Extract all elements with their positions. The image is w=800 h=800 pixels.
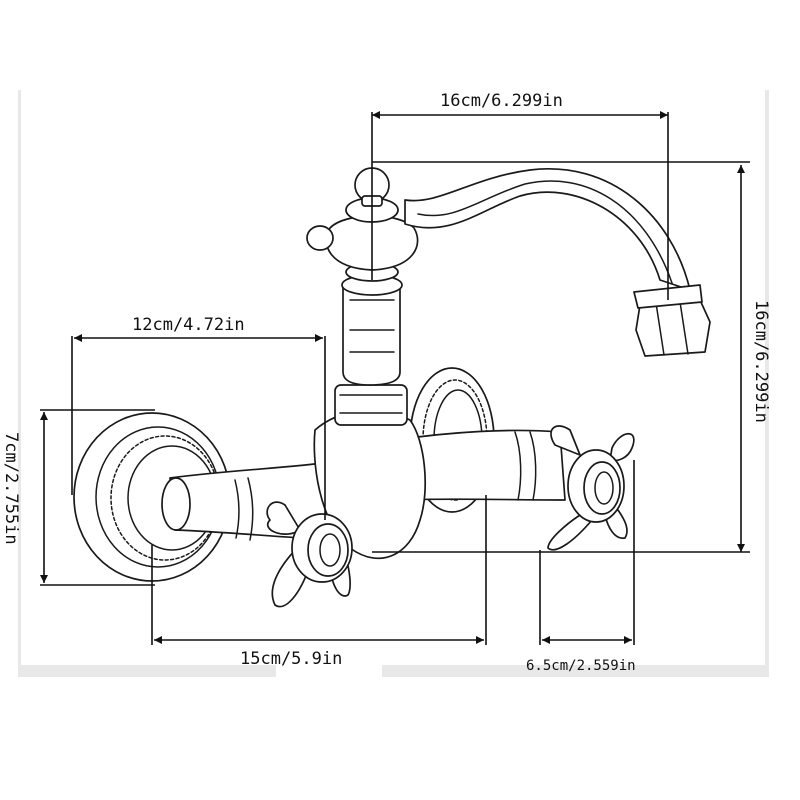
spout bbox=[404, 168, 711, 357]
dimension-labels: 16cm/6.299in 12cm/4.72in 15cm/5.9in 6.5c… bbox=[1, 91, 771, 674]
left-cross-handle bbox=[266, 501, 353, 608]
dimension-lines bbox=[40, 111, 750, 645]
background-frame bbox=[18, 90, 769, 677]
label-handle-span: 6.5cm/2.559in bbox=[526, 658, 636, 674]
dim-inlet-spacing bbox=[71, 334, 326, 520]
dim-overall-width bbox=[151, 495, 487, 645]
swivel-collar bbox=[306, 167, 419, 271]
label-spout-reach: 16cm/6.299in bbox=[440, 91, 563, 111]
right-cross-handle bbox=[547, 425, 635, 551]
vertical-stem bbox=[341, 262, 403, 386]
dim-flange-diameter bbox=[40, 409, 155, 586]
dim-total-height bbox=[372, 161, 750, 553]
label-overall-width: 15cm/5.9in bbox=[240, 649, 342, 669]
label-inlet-spacing: 12cm/4.72in bbox=[132, 315, 245, 335]
label-flange-diameter: 7cm/2.755in bbox=[1, 432, 21, 545]
right-arm bbox=[394, 429, 566, 501]
label-total-height: 16cm/6.299in bbox=[751, 300, 771, 423]
dim-handle-span bbox=[539, 460, 635, 645]
dim-spout-reach bbox=[371, 111, 669, 300]
faucet-illustration bbox=[73, 167, 711, 608]
central-body bbox=[313, 384, 427, 559]
